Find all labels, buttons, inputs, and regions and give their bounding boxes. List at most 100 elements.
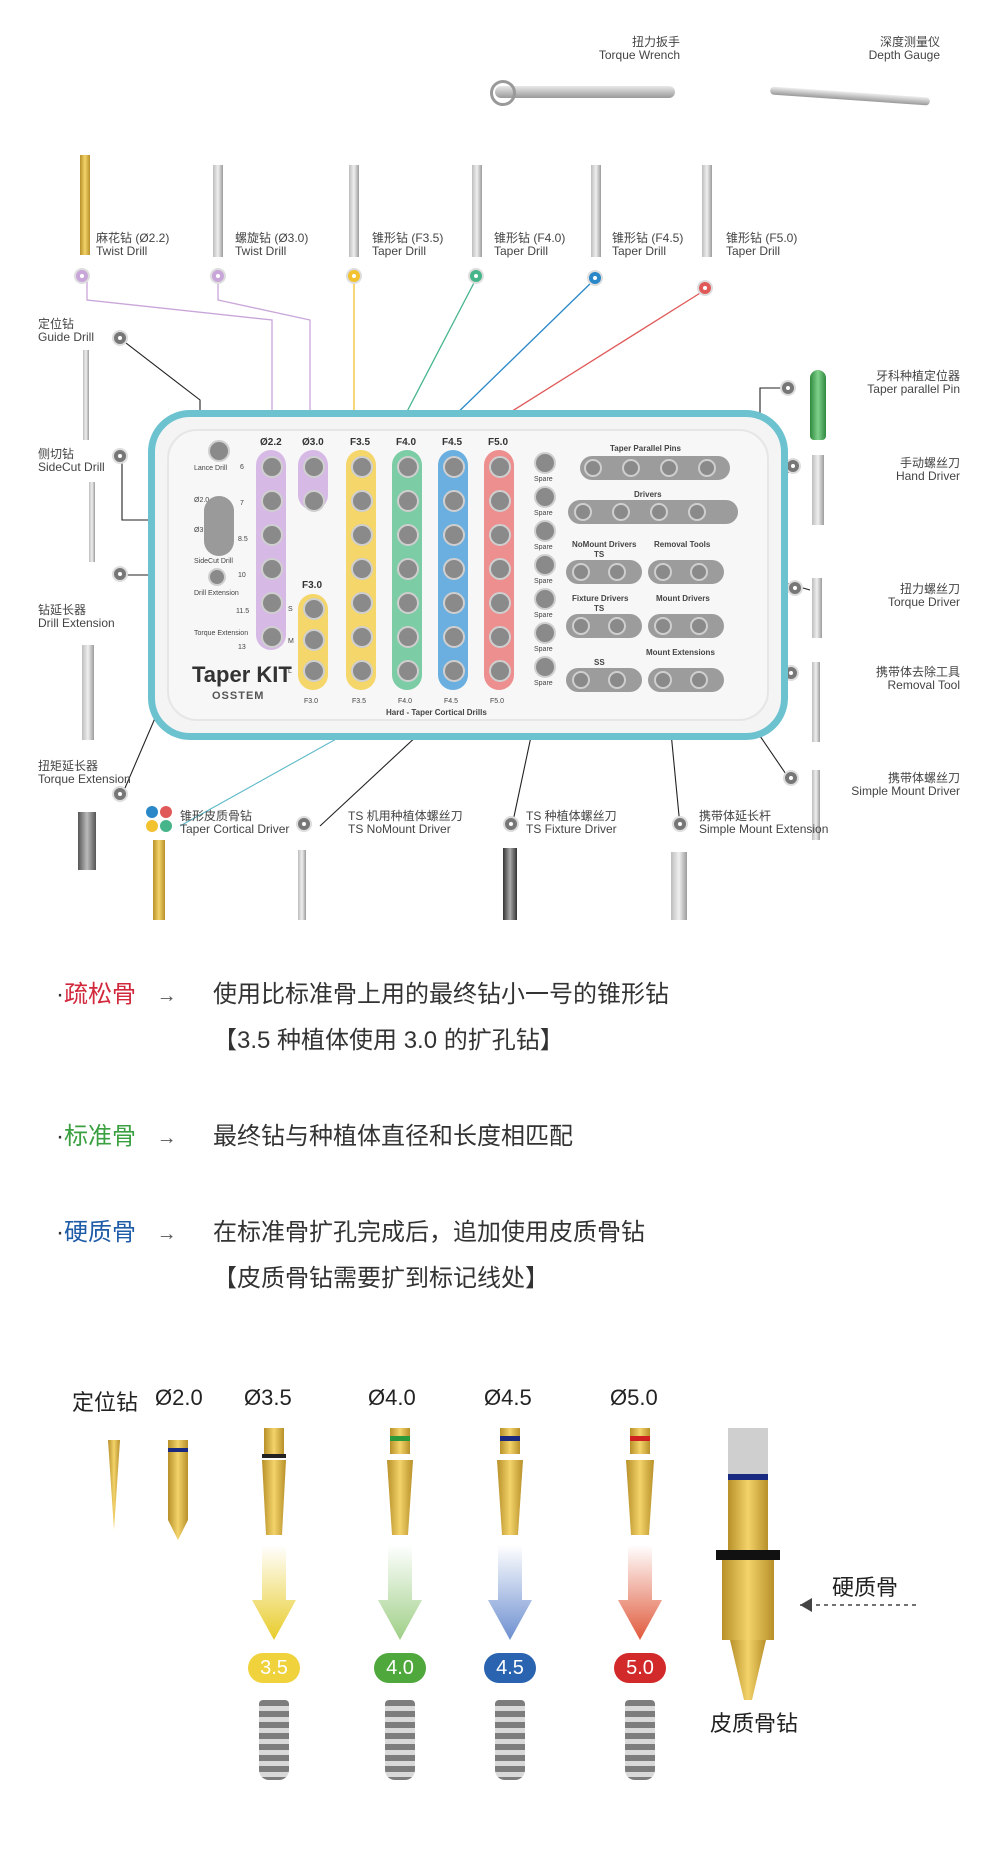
spare-label: Spare xyxy=(534,544,553,551)
torque-wrench-image xyxy=(495,86,675,98)
parallel-pin-image xyxy=(810,370,826,440)
section-ts-1: TS xyxy=(594,550,605,559)
spare-socket xyxy=(534,622,556,644)
badge-40: 4.0 xyxy=(374,1653,426,1683)
len-label-2: 8.5 xyxy=(238,536,248,543)
note-hard-bone: ·硬质骨 → xyxy=(56,1219,177,1246)
hand-driver-image xyxy=(812,455,824,525)
note-line-0b: 【3.5 种植体使用 3.0 的扩孔钻】 xyxy=(213,1027,564,1054)
tray-left-3: SideCut Drill xyxy=(194,558,233,565)
spare-label: Spare xyxy=(534,680,553,687)
fixture-driver-image xyxy=(503,848,517,920)
col-strip-22 xyxy=(256,450,286,650)
torque-extension-image xyxy=(78,812,96,870)
tray-socket xyxy=(261,490,283,512)
spare-socket xyxy=(534,656,556,678)
hard-bone-label: 硬质骨 xyxy=(832,1575,899,1600)
leader-f50 xyxy=(489,289,706,426)
tray-socket xyxy=(397,660,419,682)
seq-header-1: Ø2.0 xyxy=(155,1385,203,1410)
guide-drill-marker xyxy=(112,330,128,346)
tray-socket xyxy=(351,490,373,512)
note-arrow-2: → xyxy=(156,1223,177,1245)
note-arrow-0: → xyxy=(156,985,177,1007)
tray-socket xyxy=(397,456,419,478)
guide-drill-image xyxy=(83,350,89,440)
section-mount-ext: Mount Extensions xyxy=(646,648,715,657)
tray-socket xyxy=(489,558,511,580)
driver-socket xyxy=(688,503,706,521)
col-head-5: F5.0 xyxy=(488,437,509,448)
col-head-3: F4.0 xyxy=(396,437,417,448)
tray-socket xyxy=(443,660,465,682)
drill-label-0: 麻花钻 (Ø2.2)Twist Drill xyxy=(96,231,170,258)
tray-socket xyxy=(303,598,325,620)
tray-socket xyxy=(351,524,373,546)
tray-left-4: Drill Extension xyxy=(194,590,239,597)
tray-brand: Taper KIT xyxy=(192,662,292,687)
twist-drill-30-image xyxy=(213,165,223,257)
f30-head: F3.0 xyxy=(302,580,323,591)
leader-f45 xyxy=(444,278,596,426)
bottom-row-0: F3.0 xyxy=(304,698,319,705)
tray-socket xyxy=(351,592,373,614)
seq-header-3: Ø4.0 xyxy=(368,1385,416,1410)
taper-drill-f50-marker xyxy=(697,280,713,296)
len-label-4: 11.5 xyxy=(236,608,250,615)
note-line-2b: 【皮质骨钻需要扩到标记线处】 xyxy=(213,1265,549,1292)
leader-f40 xyxy=(399,278,477,426)
taper-drill-f35-marker xyxy=(346,268,362,284)
tray-socket xyxy=(443,558,465,580)
taper-drill-f40-image xyxy=(472,165,482,257)
cortical-label: Hard - Taper Cortical Drills xyxy=(386,708,487,717)
torque-driver-image xyxy=(812,578,822,638)
tray-socket xyxy=(261,592,283,614)
section-removal: Removal Tools xyxy=(654,540,711,549)
tray-socket xyxy=(351,456,373,478)
section-mount: Mount Drivers xyxy=(656,594,710,603)
implant-45 xyxy=(495,1700,525,1780)
spare-label: Spare xyxy=(534,510,553,517)
note-line-0a: 使用比标准骨上用的最终钻小一号的锥形钻 xyxy=(213,981,669,1008)
tray-socket-20-30 xyxy=(204,496,234,556)
nomount-driver-image xyxy=(298,850,306,920)
tray-maker: OSSTEM xyxy=(212,690,265,702)
driver-socket xyxy=(608,671,626,689)
len-label-5: 13 xyxy=(238,644,246,651)
simple-mount-driver-marker xyxy=(783,770,799,786)
drill-label-4: 锥形钻 (F4.5)Taper Drill xyxy=(612,231,684,258)
parallel-pin-marker xyxy=(780,380,796,396)
bottom-row-3: F4.5 xyxy=(444,698,459,705)
simple-mount-driver-image xyxy=(812,770,820,840)
driver-socket xyxy=(572,671,590,689)
tray-socket xyxy=(489,592,511,614)
tray-left-5: Torque Extension xyxy=(194,630,249,637)
section-nomount: NoMount Drivers xyxy=(572,540,637,549)
driver-socket xyxy=(690,563,708,581)
implant-40 xyxy=(385,1700,415,1780)
len-label-0: 6 xyxy=(240,464,244,471)
section-ts-2: TS xyxy=(594,604,605,613)
driver-socket xyxy=(650,503,668,521)
driver-socket xyxy=(690,671,708,689)
len-label-3: 10 xyxy=(238,572,246,579)
tray-socket xyxy=(489,456,511,478)
torque-wrench-head xyxy=(490,80,516,106)
note-bone-2: 硬质骨 xyxy=(64,1219,136,1246)
fixture-driver-marker xyxy=(503,816,519,832)
removal-tool-image xyxy=(812,662,820,742)
tray-left-1: Ø2.0 xyxy=(194,497,210,504)
tray-socket xyxy=(397,626,419,648)
tray-socket xyxy=(261,558,283,580)
section-fixture: Fixture Drivers xyxy=(572,594,629,603)
spare-socket xyxy=(534,520,556,542)
seq-header-2: Ø3.5 xyxy=(244,1385,292,1410)
badge-45: 4.5 xyxy=(484,1653,536,1683)
driver-socket xyxy=(654,671,672,689)
driver-socket xyxy=(698,459,716,477)
